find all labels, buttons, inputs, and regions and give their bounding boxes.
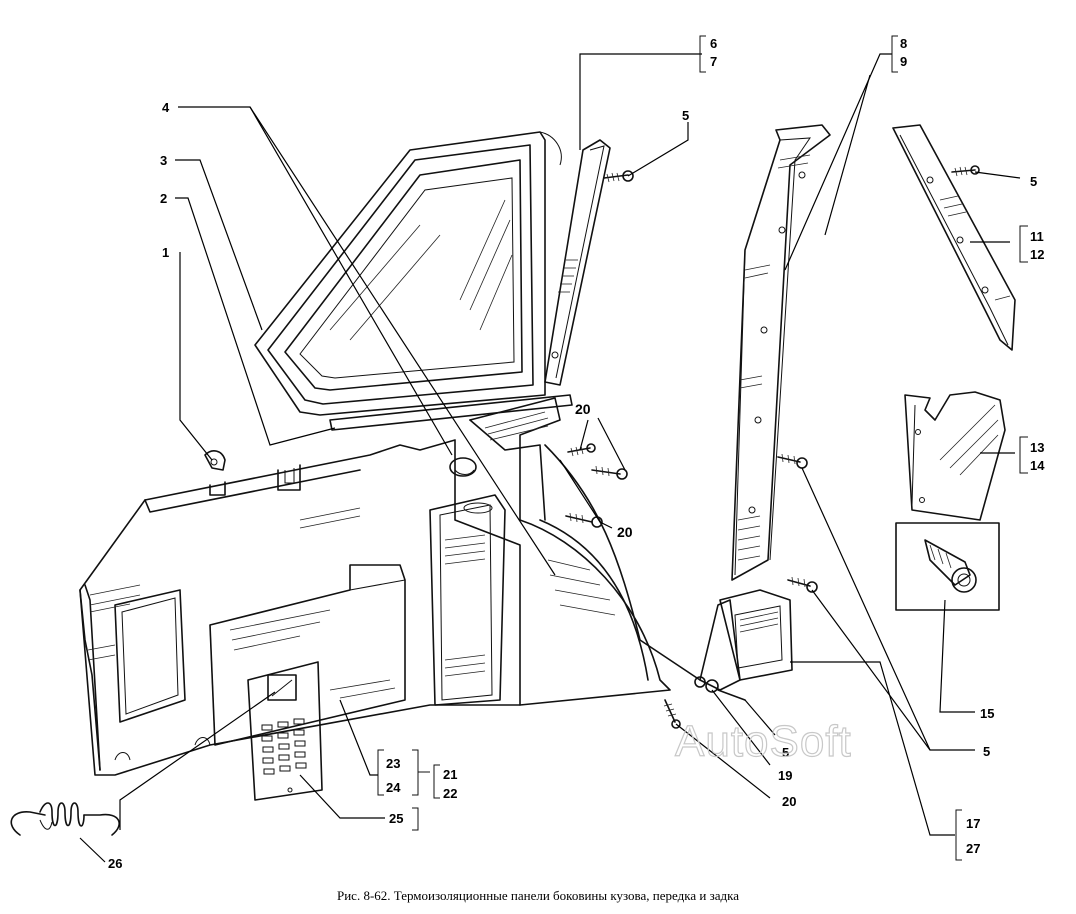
grommet — [449, 457, 477, 477]
label-5-c: 5 — [983, 744, 990, 759]
screw-icon — [777, 453, 808, 469]
label-5-d: 5 — [782, 745, 789, 760]
label-14: 14 — [1030, 458, 1045, 473]
label-5-b: 5 — [1030, 174, 1037, 189]
screw-icon — [567, 443, 596, 457]
watermark: AutoSoft — [675, 717, 852, 766]
label-22: 22 — [443, 786, 457, 801]
label-21: 21 — [443, 767, 457, 782]
label-8: 8 — [900, 36, 907, 51]
label-7: 7 — [710, 54, 717, 69]
label-3: 3 — [160, 153, 167, 168]
label-20-a: 20 — [575, 401, 591, 417]
label-6: 6 — [710, 36, 717, 51]
spring — [10, 802, 120, 836]
screw-icon — [663, 699, 681, 729]
leader-lines — [79, 35, 1028, 863]
screw-icon — [591, 465, 628, 480]
label-4: 4 — [162, 100, 170, 115]
label-2: 2 — [160, 191, 167, 206]
a-pillar-trim — [544, 139, 611, 386]
screw-icon — [787, 576, 818, 593]
label-26: 26 — [108, 856, 122, 871]
part-labels: 1 2 3 4 5 6 7 8 9 5 11 12 13 14 20 20 15… — [108, 36, 1045, 871]
label-27: 27 — [966, 841, 980, 856]
label-20-b: 20 — [617, 524, 633, 540]
label-17: 17 — [966, 816, 980, 831]
c-pillar-trim — [892, 124, 1016, 351]
label-15: 15 — [980, 706, 994, 721]
lower-pillar-plate — [699, 599, 741, 691]
vent-grille — [247, 661, 323, 801]
screw-icon — [603, 170, 634, 183]
clip-icon — [204, 450, 226, 471]
label-25: 25 — [389, 811, 403, 826]
door-window-frame — [254, 131, 562, 416]
quarter-trim-piece — [904, 391, 1006, 521]
label-1: 1 — [162, 245, 169, 260]
screw-detail-inset — [895, 522, 1000, 611]
side-trim-panel — [79, 439, 521, 776]
label-23: 23 — [386, 756, 400, 771]
figure-caption: Рис. 8-62. Термоизоляционные панели боко… — [337, 888, 739, 903]
label-9: 9 — [900, 54, 907, 69]
label-11: 11 — [1030, 229, 1044, 244]
label-19: 19 — [778, 768, 792, 783]
label-13: 13 — [1030, 440, 1044, 455]
label-5-a: 5 — [682, 108, 689, 123]
screw-icon — [951, 165, 980, 177]
label-20-c: 20 — [782, 794, 796, 809]
sill-strip — [329, 394, 573, 431]
label-12: 12 — [1030, 247, 1044, 262]
screw-icon — [694, 676, 746, 701]
label-24: 24 — [386, 780, 401, 795]
b-pillar-trim — [731, 124, 831, 581]
